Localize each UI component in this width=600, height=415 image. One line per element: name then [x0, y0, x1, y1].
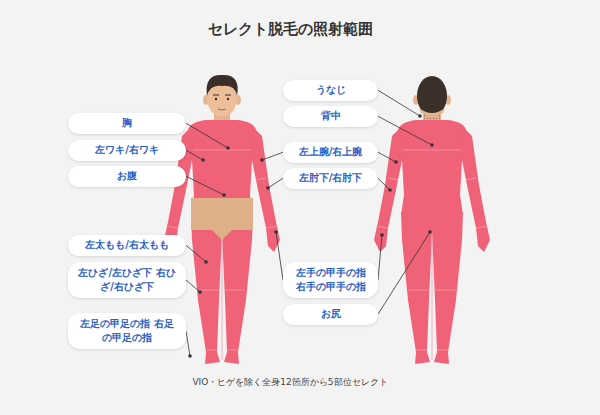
leader-line [378, 178, 390, 190]
area-name: 左手の甲手の指 右手の甲手の指 [293, 266, 368, 295]
leader-dot [266, 186, 270, 190]
area-label: うなじ [283, 80, 378, 101]
leader-line [186, 280, 200, 292]
area-label: 背中 [283, 106, 378, 127]
area-label: お尻 [283, 304, 378, 325]
area-name: 左太もも/右太もも [85, 238, 169, 253]
area-label: 胸 [68, 113, 186, 134]
leader-dot [188, 354, 192, 358]
area-name: 左上腕/右上腕 [299, 145, 363, 160]
leader-dot [260, 158, 264, 162]
leader-dot [198, 290, 202, 294]
area-name: 胸 [122, 116, 132, 131]
area-label: 左肘下/右肘下 [283, 168, 378, 189]
leader-dot [388, 188, 392, 192]
leader-dot [380, 233, 384, 237]
leader-dot [394, 160, 398, 164]
area-name: うなじ [316, 83, 346, 98]
area-name: 背中 [321, 109, 341, 124]
leader-line [276, 232, 283, 280]
area-label: 左手の甲手の指 右手の甲手の指 [283, 262, 378, 298]
leader-line [186, 176, 224, 195]
area-label: 左上腕/右上腕 [283, 142, 378, 163]
diagram-caption: VIO・ヒゲを除く全身12箇所から5部位セレクト [140, 376, 440, 389]
leader-line [186, 331, 190, 356]
leader-dot [226, 146, 230, 150]
leader-dot [201, 158, 205, 162]
leader-dot [274, 230, 278, 234]
leader-line [378, 90, 420, 116]
leader-line [186, 245, 206, 262]
leader-dot [418, 114, 422, 118]
area-name: 左足の甲足の指 右足の甲足の指 [78, 317, 176, 346]
area-label: 左ひざ/左ひざ下 右ひざ/右ひざ下 [68, 262, 186, 298]
area-label: 左ワキ/右ワキ [68, 140, 186, 161]
area-label: お腹 [68, 166, 186, 187]
area-name: 左ひざ/左ひざ下 右ひざ/右ひざ下 [78, 266, 176, 295]
leader-dot [204, 260, 208, 264]
area-name: 左ワキ/右ワキ [95, 143, 159, 158]
area-label: 左太もも/右太もも [68, 235, 186, 256]
area-name: お腹 [117, 169, 137, 184]
leader-line [186, 123, 228, 148]
diagram-title: セレクト脱毛の照射範囲 [150, 20, 430, 39]
leader-line [378, 235, 382, 280]
leader-line [378, 232, 430, 314]
leader-line [268, 178, 283, 188]
leader-dot [222, 193, 226, 197]
area-label: 左足の甲足の指 右足の甲足の指 [68, 313, 186, 349]
leader-dot [430, 143, 434, 147]
leader-line [262, 152, 283, 160]
leader-line [186, 150, 203, 160]
area-name: お尻 [321, 307, 341, 322]
area-name: 左肘下/右肘下 [299, 171, 363, 186]
leader-line [378, 116, 432, 145]
leader-line [378, 152, 396, 162]
leader-dot [428, 230, 432, 234]
